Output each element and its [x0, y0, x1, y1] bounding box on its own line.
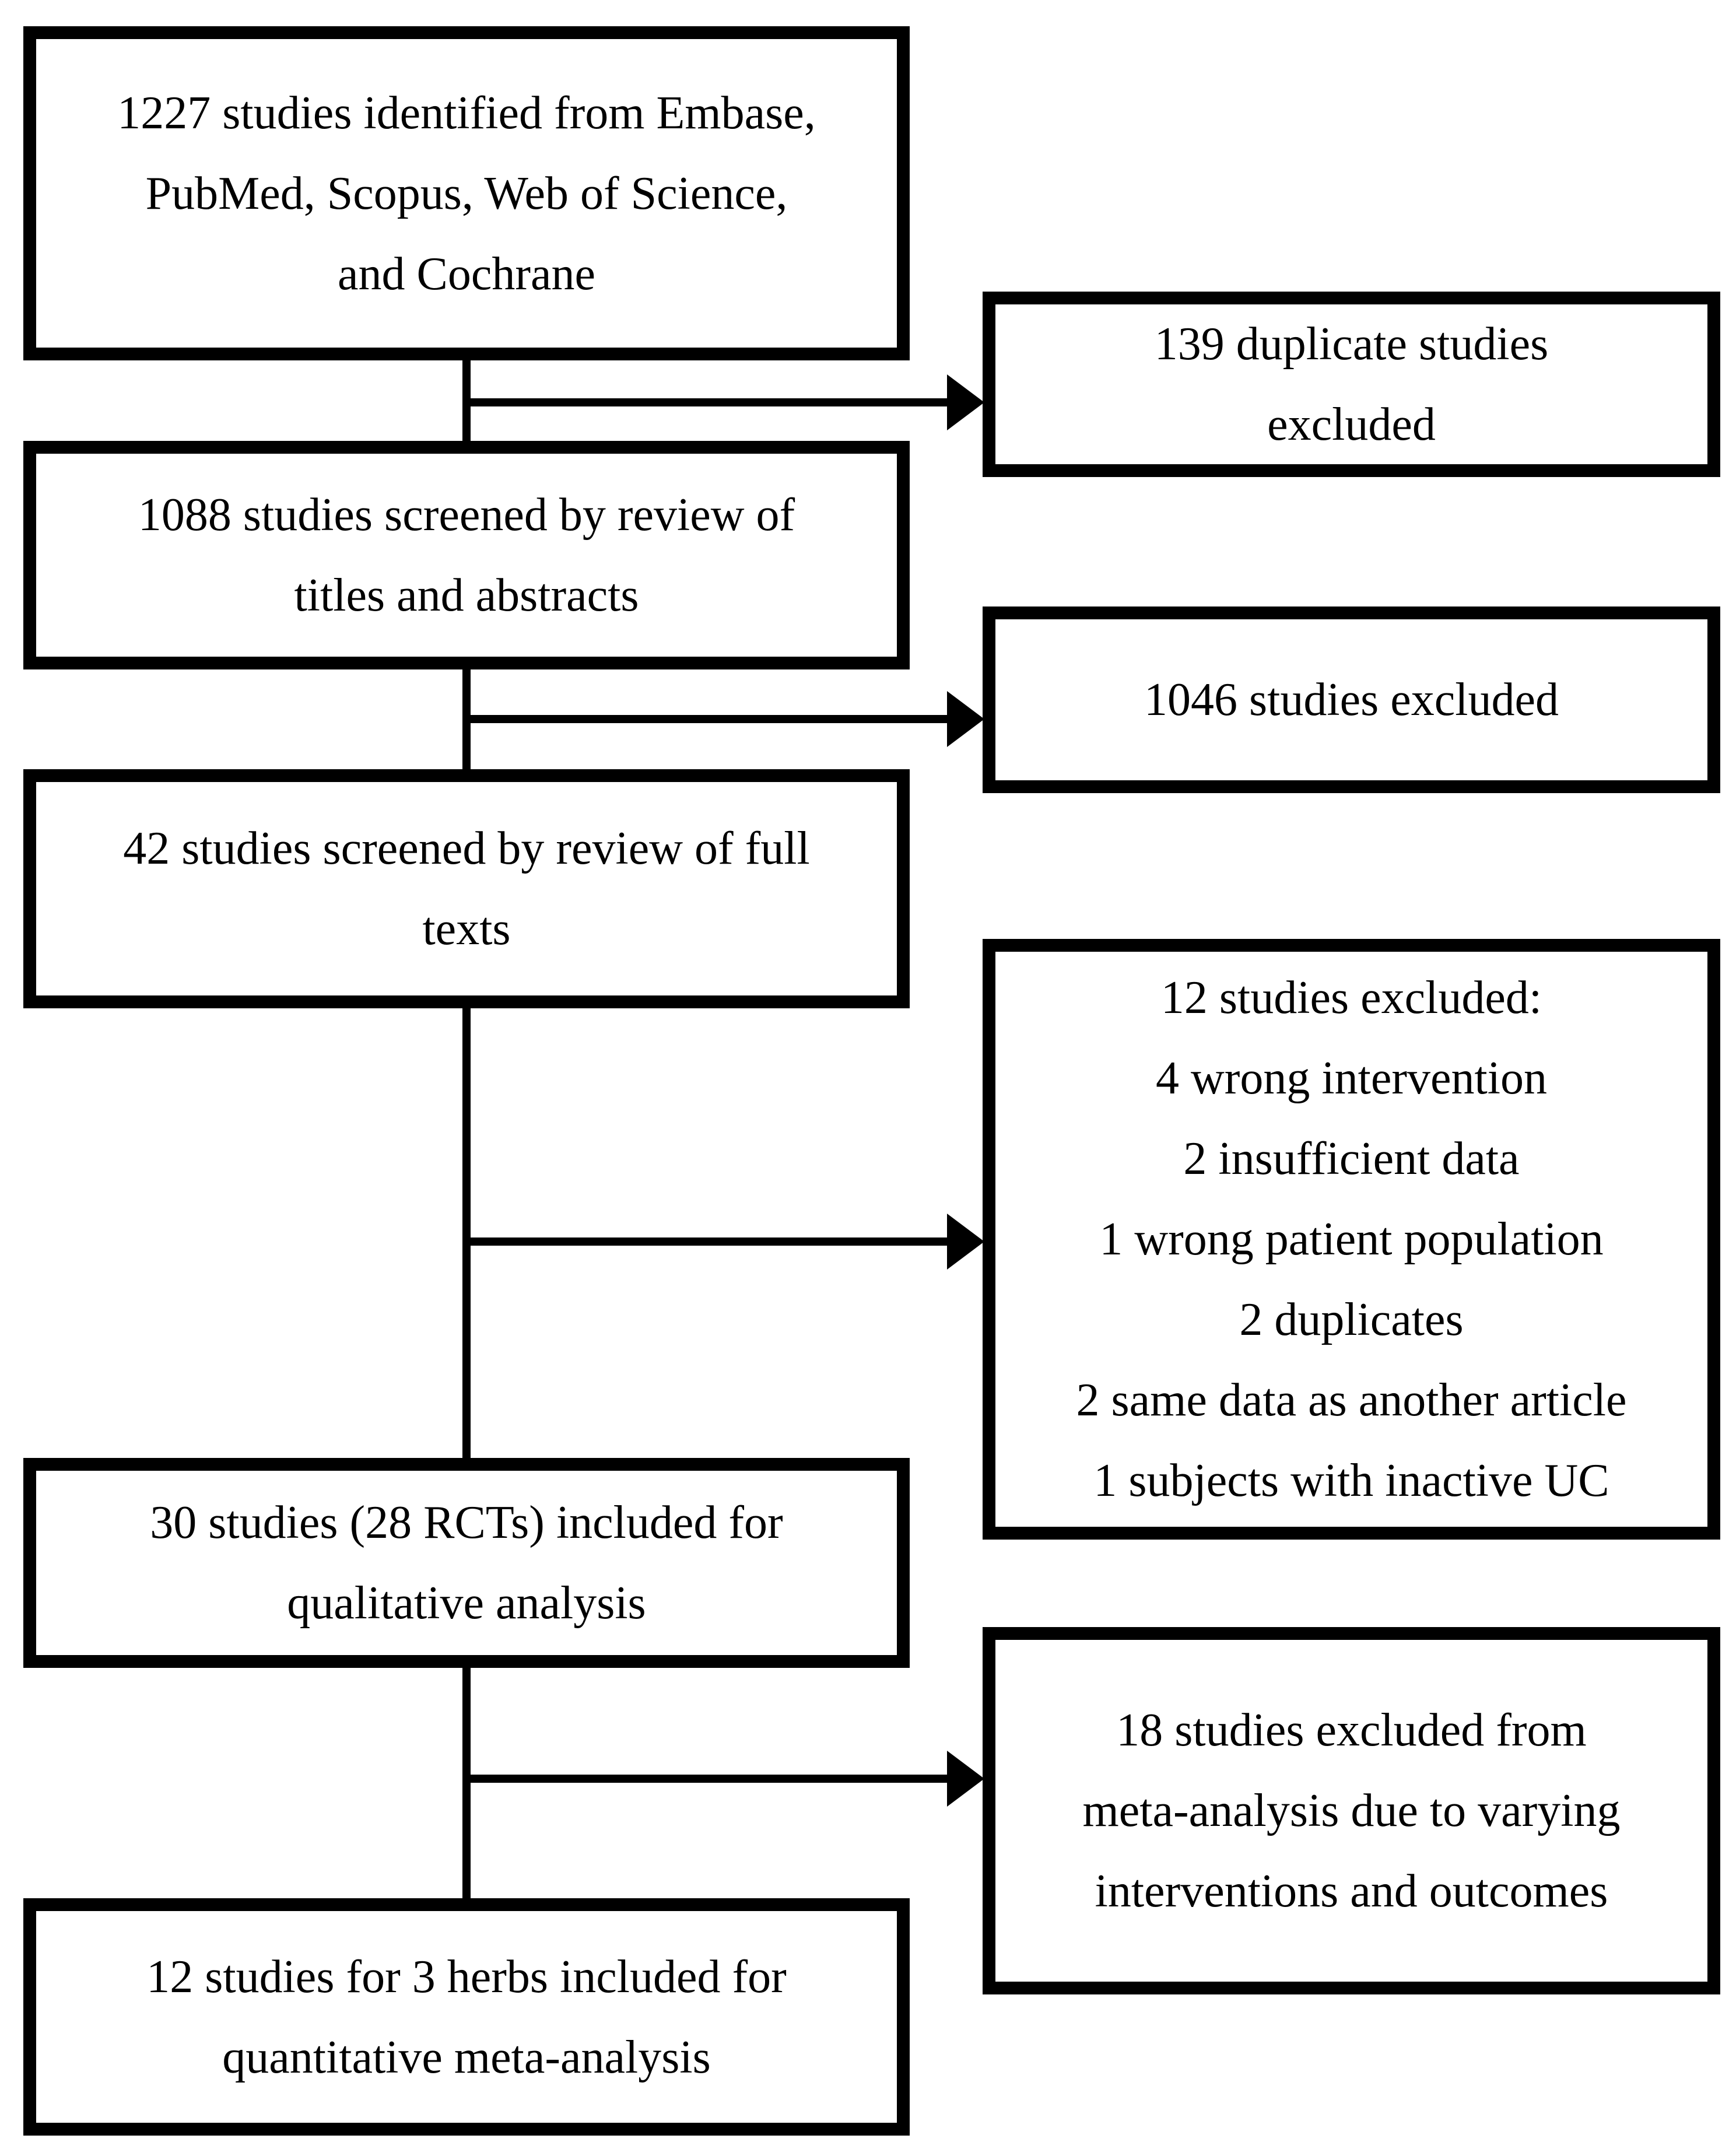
arrow-shaft-full-text-excluded — [462, 1237, 949, 1246]
text-line: meta-analysis due to varying — [1082, 1785, 1621, 1836]
text-line: 139 duplicate studies — [1154, 318, 1549, 370]
arrowhead-meta-analysis-excluded-icon — [947, 1751, 984, 1807]
text-line: 12 studies excluded: — [1160, 972, 1542, 1023]
text-line: interventions and outcomes — [1095, 1866, 1608, 1917]
text-line: 1088 studies screened by review of — [138, 489, 795, 541]
arrowhead-title-abstract-excluded-icon — [947, 691, 984, 747]
arrow-shaft-meta-analysis-excluded — [462, 1775, 949, 1783]
arrow-shaft-title-abstract-excluded — [462, 715, 949, 723]
arrow-shaft-duplicates-excluded — [462, 398, 949, 406]
box-meta-analysis-excluded: 18 studies excluded from meta-analysis du… — [983, 1627, 1720, 1994]
text-line: and Cochrane — [337, 248, 596, 300]
text-line: 1227 studies identified from Embase, — [117, 87, 816, 139]
text-line: 4 wrong intervention — [1156, 1053, 1547, 1104]
text-line: titles and abstracts — [294, 570, 639, 621]
text-line: 42 studies screened by review of full — [123, 823, 810, 874]
arrowhead-duplicates-excluded-icon — [947, 374, 984, 430]
box-quantitative-meta-analysis: 12 studies for 3 herbs included for quant… — [23, 1898, 910, 2136]
text-line: PubMed, Scopus, Web of Science, — [145, 167, 788, 219]
text-line: 2 insufficient data — [1183, 1133, 1520, 1184]
arrowhead-full-text-excluded-icon — [947, 1214, 984, 1270]
connector-qualitative-to-quantitative — [462, 1667, 471, 1900]
text-line: 1 subjects with inactive UC — [1093, 1455, 1609, 1506]
box-screened-titles-abstracts: 1088 studies screened by review of titles… — [23, 441, 910, 669]
box-qualitative-analysis: 30 studies (28 RCTs) included for qualita… — [23, 1458, 910, 1668]
text-line: 2 same data as another article — [1076, 1375, 1627, 1426]
connector-fulltext-to-qualitative — [462, 1007, 471, 1460]
text-line: 30 studies (28 RCTs) included for — [150, 1497, 783, 1548]
text-line: 12 studies for 3 herbs included for — [146, 1951, 787, 2003]
box-duplicates-excluded: 139 duplicate studies excluded — [983, 292, 1720, 477]
box-studies-identified: 1227 studies identified from Embase, PubM… — [23, 26, 910, 360]
text-line: excluded — [1267, 399, 1436, 450]
text-line: 18 studies excluded from — [1116, 1705, 1587, 1756]
text-line: 1 wrong patient population — [1099, 1214, 1604, 1265]
text-line: 2 duplicates — [1239, 1294, 1464, 1345]
text-line: quantitative meta-analysis — [222, 2031, 711, 2083]
box-screened-full-texts: 42 studies screened by review of full tex… — [23, 769, 910, 1008]
box-full-text-excluded: 12 studies excluded: 4 wrong intervention… — [983, 939, 1720, 1540]
text-line: 1046 studies excluded — [1144, 674, 1559, 725]
text-line: qualitative analysis — [287, 1577, 646, 1629]
box-title-abstract-excluded: 1046 studies excluded — [983, 607, 1720, 793]
text-line: texts — [422, 903, 511, 955]
